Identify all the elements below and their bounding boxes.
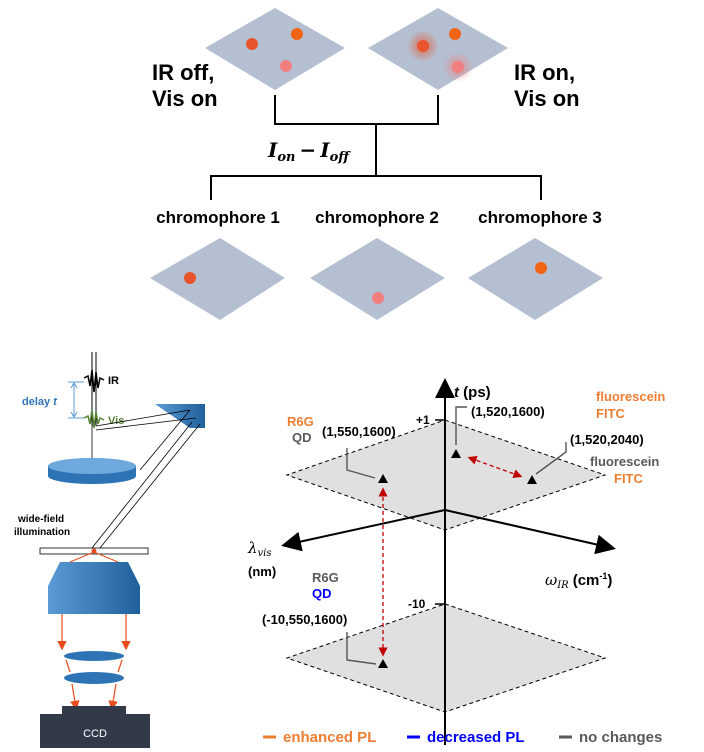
objective	[48, 562, 140, 614]
dashed-arrow-top	[467, 455, 523, 479]
t-minus-label: -10	[408, 597, 426, 611]
illumination-label-2: illumination	[14, 527, 70, 538]
vis-label: Vis	[108, 415, 124, 427]
tag-r6g-left: R6G	[287, 414, 314, 429]
ir-label: IR	[108, 375, 119, 387]
ir-on-label: IR on,	[514, 60, 575, 85]
dot-red	[417, 40, 429, 52]
tag-fluorescein-top: fluorescein	[596, 389, 665, 404]
split-bracket	[210, 175, 542, 200]
point-label: (1,520,1600)	[471, 404, 545, 419]
tag-qd-bottom: QD	[312, 586, 332, 601]
vis-pulse-icon	[83, 409, 105, 429]
point-label: (1,520,2040)	[570, 432, 644, 447]
t-axis-label: t (ps)	[454, 384, 491, 401]
optical-setup: IR Vis delay t wide-field illumination	[14, 352, 205, 748]
ir-off-label: IR off,	[152, 60, 214, 85]
tube-lens	[64, 651, 124, 661]
point-marker	[451, 449, 461, 458]
illumination-label-1: wide-field	[17, 514, 64, 525]
legend-label-nochange: no changes	[579, 729, 662, 746]
point-label: (1,550,1600)	[322, 424, 396, 439]
tag-fitc-top: FITC	[596, 406, 625, 421]
chromophore-1-panel	[150, 238, 285, 320]
relay-lens	[64, 672, 124, 684]
legend-label-decreased: decreased PL	[427, 729, 525, 746]
lambda-axis-label: λvis	[247, 539, 272, 559]
legend-label-enhanced: enhanced PL	[283, 729, 376, 746]
tag-qd-left: QD	[292, 430, 312, 445]
tag-r6g-bottom: R6G	[312, 570, 339, 585]
dot-orange	[535, 262, 547, 274]
plot-3d: t (ps) +1 -10 λvis (nm) ωIR(cm-1) (1,520…	[247, 378, 665, 745]
ccd-camera	[40, 714, 150, 748]
chromophore-3-panel	[468, 238, 603, 320]
ir-pulse-icon	[83, 369, 105, 393]
top-panels: IR off, Vis on IR on, Vis on Ion−Ioff ch…	[150, 8, 603, 320]
tag-fitc-mid: FITC	[614, 471, 643, 486]
t-plus-label: +1	[416, 413, 430, 427]
difference-equation: Ion−Ioff	[267, 138, 351, 165]
ccd-label: CCD	[83, 728, 107, 740]
omega-axis-label: ωIR(cm-1)	[545, 571, 612, 591]
dot-red	[246, 38, 258, 50]
chromophore-2-label: chromophore 2	[315, 208, 439, 227]
dot-red	[184, 272, 196, 284]
dot-pink	[372, 292, 384, 304]
dot-orange	[291, 28, 303, 40]
point-label: (-10,550,1600)	[262, 612, 347, 627]
delay-label: delay t	[22, 396, 58, 408]
point-marker	[378, 474, 388, 483]
point-marker	[378, 659, 388, 668]
vis-on-label-left: Vis on	[152, 86, 218, 111]
lambda-axis	[281, 509, 446, 552]
vis-on-label-right: Vis on	[514, 86, 580, 111]
ir-off-panel	[205, 8, 345, 90]
chromophore-2-panel	[310, 238, 445, 320]
merge-bracket	[274, 95, 439, 175]
point-marker	[527, 475, 537, 484]
lambda-unit-label: (nm)	[248, 564, 276, 579]
chromophore-1-label: chromophore 1	[156, 208, 280, 227]
mirror	[155, 404, 205, 428]
dot-pink	[280, 60, 292, 72]
dot-pink	[452, 61, 464, 73]
tag-fluorescein-mid: fluorescein	[590, 454, 659, 469]
chromophore-3-label: chromophore 3	[478, 208, 602, 227]
dot-orange	[449, 28, 461, 40]
omega-axis	[444, 509, 616, 555]
legend: enhanced PL decreased PL no changes	[263, 729, 662, 746]
